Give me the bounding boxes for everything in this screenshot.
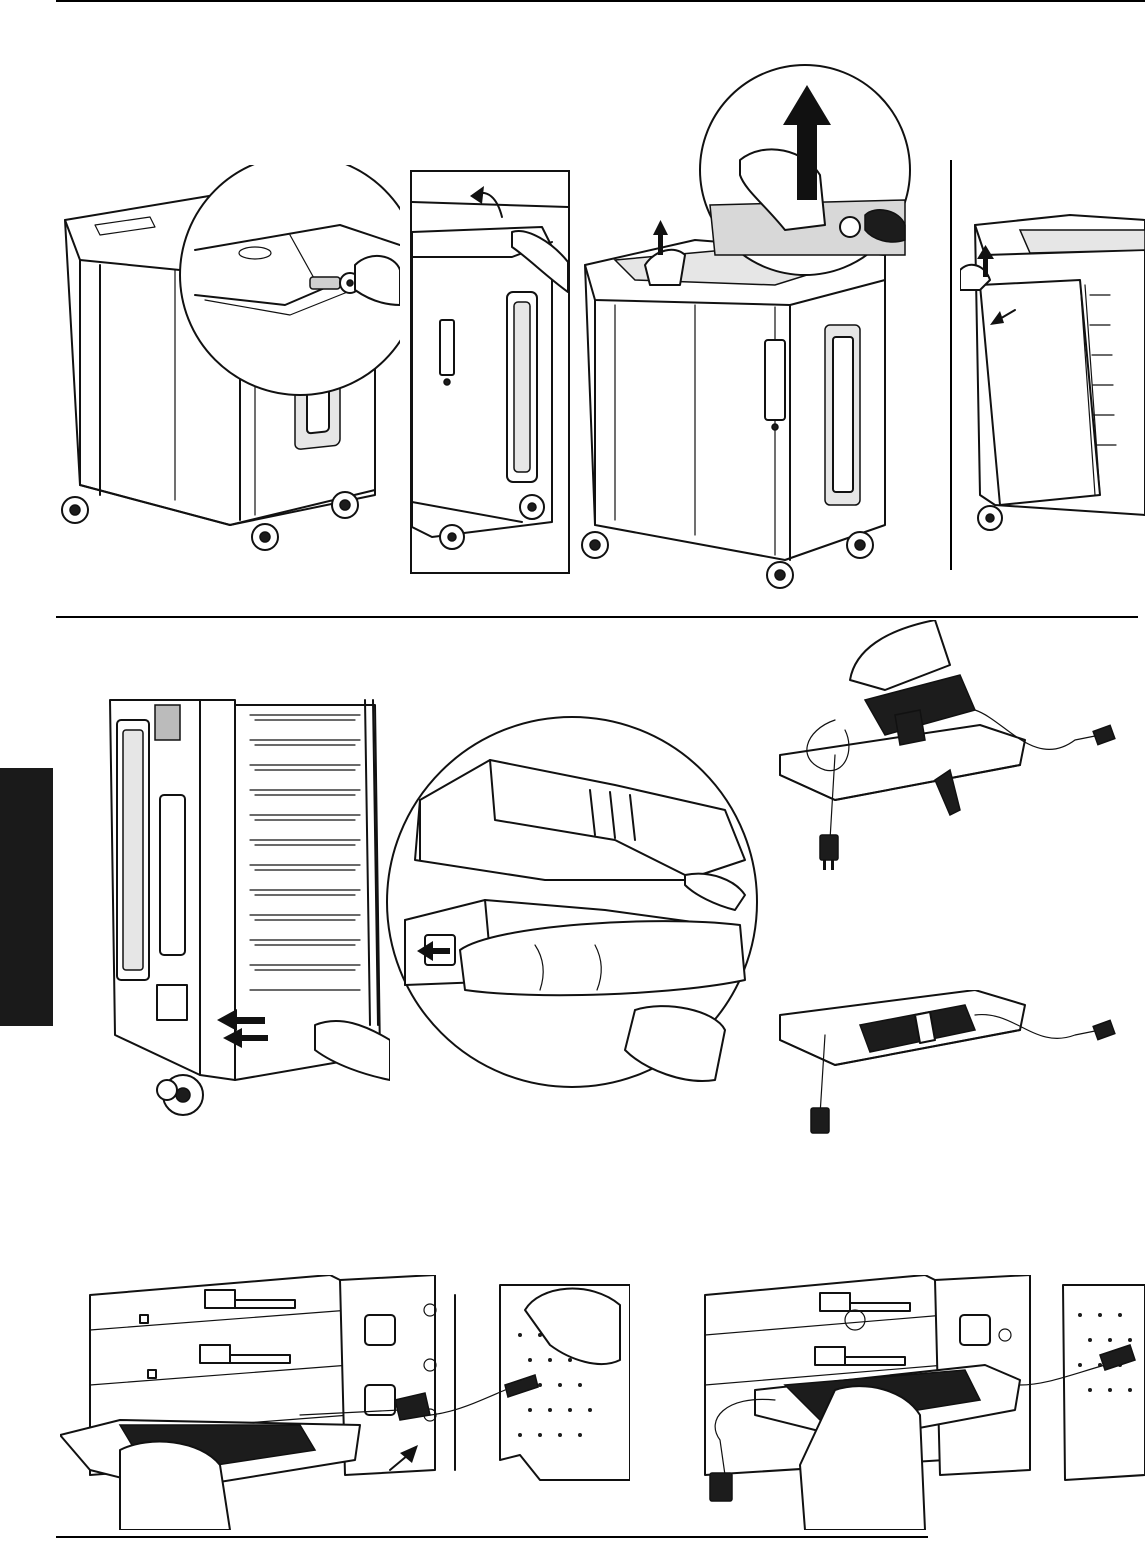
adapter-loose-figure bbox=[775, 620, 1125, 885]
vertical-divider bbox=[950, 160, 952, 570]
side-section-tab bbox=[0, 768, 53, 1026]
lift-panel-figure bbox=[575, 55, 935, 595]
lid-open-figure bbox=[410, 170, 570, 574]
cart-unlock-lid-figure bbox=[55, 165, 400, 565]
top-rule bbox=[56, 0, 1145, 2]
plug-icon-3 bbox=[710, 1473, 732, 1501]
section-rule-1 bbox=[56, 616, 1138, 618]
tray-latch-zoom-figure bbox=[385, 710, 760, 1095]
plug-icon-2 bbox=[811, 1108, 829, 1133]
tray-installed-figure bbox=[685, 1275, 1145, 1530]
release-tray-figure bbox=[105, 695, 390, 1120]
remove-side-panel-figure bbox=[960, 195, 1145, 540]
install-tray-connect-figure bbox=[60, 1275, 630, 1530]
plug-icon bbox=[820, 835, 838, 870]
bottom-rule bbox=[56, 1536, 928, 1538]
adapter-strapped-figure bbox=[775, 990, 1125, 1140]
